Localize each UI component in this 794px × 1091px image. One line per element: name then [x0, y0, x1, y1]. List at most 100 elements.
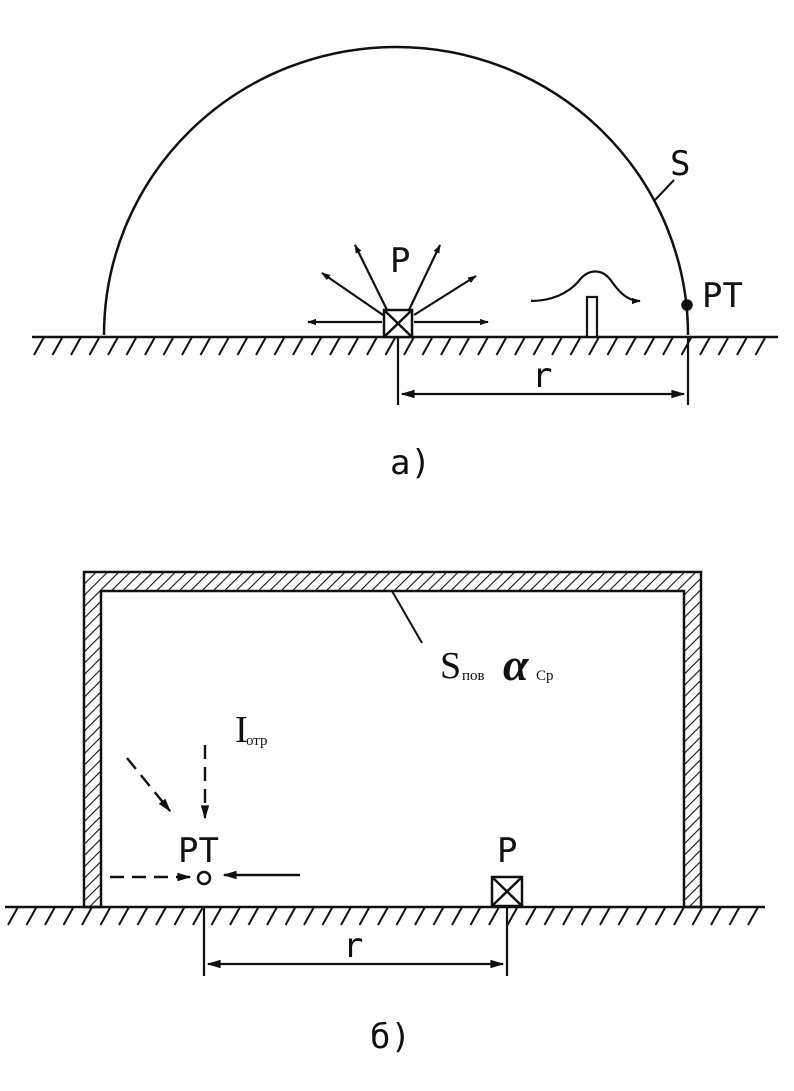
distance-dimension-b	[202, 907, 509, 976]
ground-hatch-tick	[107, 336, 119, 356]
ground-hatch-tick	[395, 906, 408, 926]
ground-hatch-tick	[580, 906, 593, 926]
receiving-point-b	[196, 870, 212, 886]
ground-hatch-tick	[717, 336, 730, 356]
surface-absorption-label: S пов α Ср	[440, 639, 554, 690]
ground-hatch-tick	[680, 336, 693, 356]
intensity-label: I отр	[235, 709, 268, 751]
absorption-subscript-b: Ср	[536, 668, 554, 684]
ground-hatch-tick	[617, 906, 630, 926]
ground-hatch-tick	[551, 336, 563, 356]
ground-hatch-tick	[255, 336, 267, 356]
ground-hatch-tick	[728, 906, 741, 926]
ground-hatch-tick	[329, 336, 341, 356]
diffraction-wave	[530, 270, 641, 339]
intensity-subscript-b: отр	[246, 733, 268, 749]
absorption-symbol-b: α	[503, 639, 530, 690]
ground-hatch-tick	[136, 906, 149, 926]
ground-hatch-tick	[88, 336, 101, 356]
source-label-a: P	[390, 241, 410, 281]
ground-hatch-tick	[625, 336, 637, 356]
ground-hatch-tick	[340, 906, 352, 926]
ground-hatch-tick	[229, 906, 241, 926]
ground-hatch-tick	[736, 336, 748, 356]
ground-hatch-tick	[421, 336, 434, 356]
ground-hatch-tick	[377, 906, 389, 926]
ground-hatch-b	[7, 906, 759, 926]
ground-hatch-tick	[403, 336, 415, 356]
ground-hatch-tick	[458, 336, 471, 356]
receiving-point-a	[681, 299, 693, 311]
ground-hatch-tick	[366, 336, 378, 356]
ground-hatch-tick	[70, 336, 82, 356]
distance-label-b: r	[343, 926, 363, 966]
intensity-symbol-b: I	[235, 709, 248, 751]
ground-hatch-tick	[118, 906, 130, 926]
ground-hatch-tick	[747, 906, 759, 926]
ground-hatch-tick	[643, 336, 656, 356]
ground-hatch-tick	[347, 336, 360, 356]
ground-hatch-tick	[710, 906, 722, 926]
ground-hatch-tick	[199, 336, 212, 356]
hemisphere-surface	[102, 45, 690, 336]
ground-hatch-tick	[525, 906, 537, 926]
barrier	[585, 295, 599, 339]
ground-hatch-tick	[662, 336, 674, 356]
ground-hatch-tick	[562, 906, 574, 926]
ground-hatch-tick	[414, 906, 426, 926]
ground-hatch-tick	[7, 906, 19, 926]
ground-hatch-tick	[173, 906, 186, 926]
surface-leader-b	[391, 590, 423, 644]
ground-hatch-tick	[25, 906, 38, 926]
reflected-arrows	[110, 745, 210, 882]
ground-hatch-tick	[432, 906, 445, 926]
ground-hatch-tick	[51, 336, 64, 356]
point-label-a: PT	[702, 276, 743, 316]
ground-hatch-tick	[33, 336, 45, 356]
ground-hatch-tick	[477, 336, 489, 356]
sound-source-a	[382, 308, 414, 339]
ground-hatch-tick	[284, 906, 297, 926]
distance-label-a: r	[532, 356, 552, 396]
ground-hatch-tick	[488, 906, 500, 926]
ground-hatch-tick	[699, 336, 711, 356]
ground-hatch-tick	[506, 906, 519, 926]
ground-hatch-tick	[543, 906, 556, 926]
source-label-b: P	[497, 831, 517, 871]
ground-hatch-tick	[606, 336, 619, 356]
ground-hatch-tick	[636, 906, 648, 926]
ground-hatch-tick	[599, 906, 611, 926]
ground-hatch-tick	[44, 906, 56, 926]
ground-hatch-tick	[210, 906, 223, 926]
ground-hatch-tick	[532, 336, 545, 356]
ground-hatch-tick	[569, 336, 582, 356]
ground-hatch-tick	[144, 336, 156, 356]
ground-hatch-tick	[469, 906, 482, 926]
surface-symbol-b: S	[440, 645, 461, 687]
ground-hatch-tick	[155, 906, 167, 926]
ground-hatch-tick	[62, 906, 75, 926]
ground-hatch-tick	[514, 336, 526, 356]
ground-hatch-tick	[754, 336, 767, 356]
distance-dimension-a	[396, 337, 690, 405]
sound-source-b	[490, 875, 524, 908]
ground-hatch-tick	[236, 336, 249, 356]
ground-hatch-tick	[125, 336, 138, 356]
ground-hatch-tick	[691, 906, 704, 926]
ground-hatch-tick	[495, 336, 508, 356]
caption-a: a)	[390, 443, 431, 483]
ground-hatch-tick	[358, 906, 371, 926]
ground-hatch-tick	[321, 906, 334, 926]
ground-hatch-tick	[451, 906, 463, 926]
ground-hatch-tick	[81, 906, 93, 926]
ground-hatch-tick	[266, 906, 278, 926]
figure-a	[32, 45, 778, 405]
ground-hatch-tick	[588, 336, 600, 356]
figure-b	[5, 570, 765, 976]
ground-hatch-tick	[192, 906, 204, 926]
surface-leader-a	[654, 179, 675, 201]
ground-hatch-tick	[654, 906, 667, 926]
ground-hatch-tick	[99, 906, 112, 926]
room-walls	[82, 570, 703, 909]
